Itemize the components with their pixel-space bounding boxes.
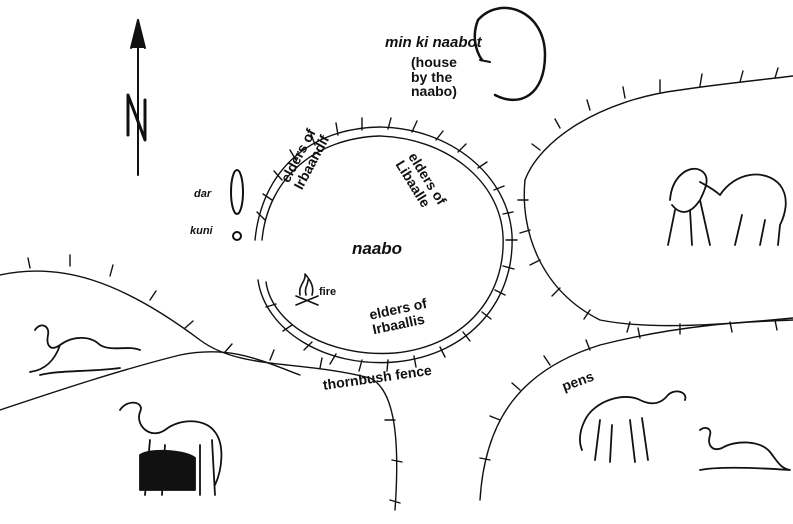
house-note-label: (house by the naabo) <box>411 55 457 99</box>
camel-icon <box>120 403 221 495</box>
dar-mark <box>231 170 243 214</box>
naabo-label: naabo <box>352 240 402 258</box>
fire-icon <box>296 274 318 305</box>
camel-icon <box>30 325 140 375</box>
camel-icon <box>700 428 790 470</box>
kuni-mark <box>233 232 241 240</box>
house-outline <box>475 8 545 100</box>
fire-label: fire <box>319 287 336 299</box>
dar-label: dar <box>194 189 211 201</box>
camel-icon <box>668 169 786 245</box>
thornbush-fences <box>0 68 793 510</box>
kuni-label: kuni <box>190 226 213 238</box>
min-ki-naabot-label: min ki naabot <box>385 35 482 51</box>
camel-icon <box>580 391 686 462</box>
